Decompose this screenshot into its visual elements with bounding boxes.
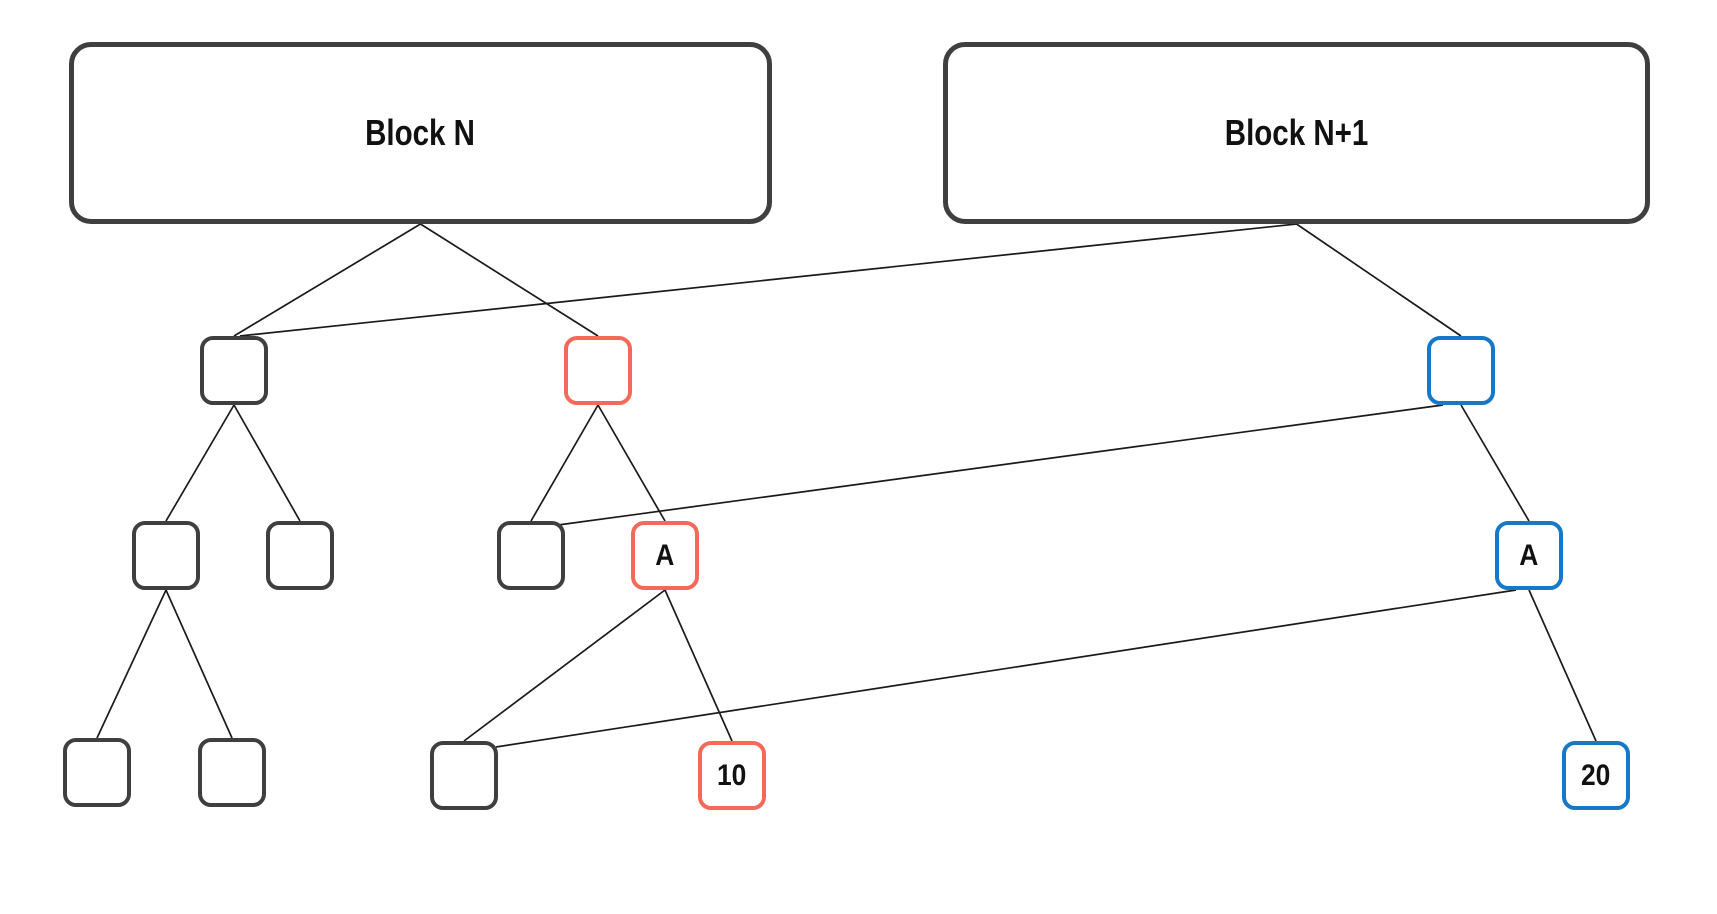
node-a-new: A [1495,521,1563,590]
node-left-child-1 [132,521,200,590]
node-shared-left-branch [200,336,268,405]
node-left-child-2 [266,521,334,590]
edge-node-new-right-branch-to-node-a-new [1460,404,1530,522]
node-leaf-1 [63,738,131,807]
block-n-plus-1: Block N+1 [943,42,1650,224]
edge-node-a-old-to-node-leaf-10-old [664,589,733,742]
edge-block-n-plus-1-to-node-new-right-branch [1296,223,1462,337]
node-leaf-10-old-label: 10 [717,758,747,792]
node-leaf-20-new-label: 20 [1581,758,1611,792]
edge-block-n-to-node-shared-left-branch [233,223,421,337]
edge-block-n-plus-1-to-node-shared-left-branch [239,223,1297,337]
edge-node-old-right-branch-to-node-a-old [597,404,666,522]
edge-node-a-new-to-node-shared-leaf [495,589,1517,748]
node-leaf-20-new: 20 [1562,741,1630,810]
edge-node-left-child-1-to-node-leaf-1 [96,589,167,739]
block-n-plus-1-label: Block N+1 [1224,112,1369,153]
node-a-new-label: A [1519,538,1539,572]
edge-node-new-right-branch-to-node-shared-mid [557,404,1444,526]
node-shared-leaf [430,741,498,810]
block-n: Block N [69,42,772,224]
edge-node-old-right-branch-to-node-shared-mid [530,404,599,522]
edge-node-left-child-1-to-node-leaf-2 [165,589,233,739]
node-new-right-branch [1427,336,1495,405]
node-shared-mid [497,521,565,590]
edge-node-a-new-to-node-leaf-20-new [1528,589,1597,742]
node-old-right-branch [564,336,632,405]
edge-node-a-old-to-node-shared-leaf [463,589,666,742]
node-a-old: A [631,521,699,590]
node-a-old-label: A [655,538,675,572]
block-n-label: Block N [365,112,476,153]
edge-block-n-to-node-old-right-branch [420,223,599,337]
node-leaf-2 [198,738,266,807]
edge-node-shared-left-branch-to-node-left-child-1 [165,404,235,522]
edge-node-shared-left-branch-to-node-left-child-2 [233,404,301,522]
node-leaf-10-old: 10 [698,741,766,810]
